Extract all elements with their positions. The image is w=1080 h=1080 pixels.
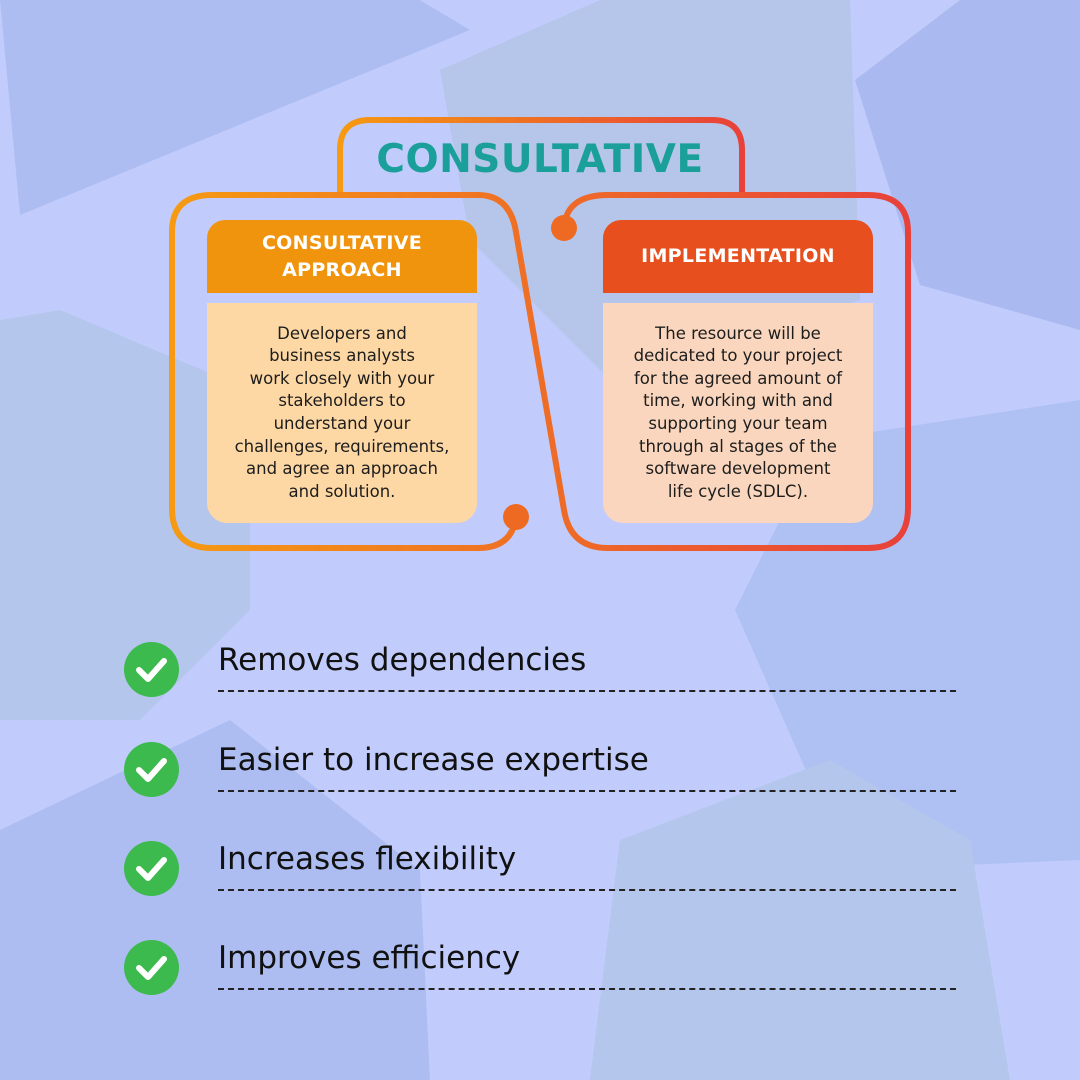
card-body-line: dedicated to your project (633, 346, 843, 366)
check-circle-icon (124, 742, 179, 797)
card-body-line: through al stages of the (639, 436, 837, 456)
implementation-card: IMPLEMENTATION The resource will be dedi… (603, 220, 873, 523)
connector-dot-top (551, 215, 577, 241)
check-circle-icon (124, 841, 179, 896)
card-body-line: The resource will be (655, 323, 821, 343)
card-heading-line: CONSULTATIVE (261, 231, 423, 254)
card-body-line: software development (645, 459, 831, 479)
page-title: CONSULTATIVE (376, 137, 704, 182)
card-heading-line: APPROACH (282, 258, 402, 281)
benefit-item: Increases flexibility (124, 841, 956, 901)
benefit-label: Easier to increase expertise (218, 742, 649, 778)
connector-lines (169, 117, 911, 551)
card-body-line: business analysts (269, 346, 415, 366)
card-body-line: stakeholders to (278, 391, 406, 411)
consultative-approach-card: CONSULTATIVE APPROACH Developers and bus… (207, 220, 477, 523)
card-body-line: for the agreed amount of (633, 368, 843, 388)
card-heading: CONSULTATIVE APPROACH (207, 220, 477, 293)
card-body-line: supporting your team (648, 414, 828, 433)
check-circle-icon (124, 940, 179, 995)
benefit-label: Increases flexibility (218, 841, 517, 877)
card-body-line: and agree an approach (246, 459, 438, 479)
card-body-line: time, working with and (643, 391, 833, 411)
dashed-divider (218, 889, 956, 891)
check-circle-icon (124, 642, 179, 697)
card-body-line: understand your (273, 414, 411, 433)
benefit-item: Removes dependencies (124, 642, 956, 702)
benefit-label: Improves efficiency (218, 940, 521, 976)
card-body-line: challenges, requirements, (234, 436, 450, 456)
card-body-line: Developers and (277, 323, 407, 343)
card-heading: IMPLEMENTATION (603, 220, 873, 293)
card-body-line: and solution. (288, 481, 396, 501)
dashed-divider (218, 988, 956, 990)
dashed-divider (218, 690, 956, 692)
card-heading-line: IMPLEMENTATION (641, 245, 835, 267)
benefit-label: Removes dependencies (218, 642, 587, 678)
connector-dot-bottom (503, 504, 529, 530)
dashed-divider (218, 790, 956, 792)
card-body: Developers and business analysts work cl… (207, 303, 477, 523)
card-body-line: work closely with your (249, 368, 435, 388)
benefit-item: Easier to increase expertise (124, 742, 956, 802)
card-body: The resource will be dedicated to your p… (603, 303, 873, 523)
benefit-item: Improves efficiency (124, 940, 956, 1000)
card-body-line: life cycle (SDLC). (667, 481, 809, 501)
